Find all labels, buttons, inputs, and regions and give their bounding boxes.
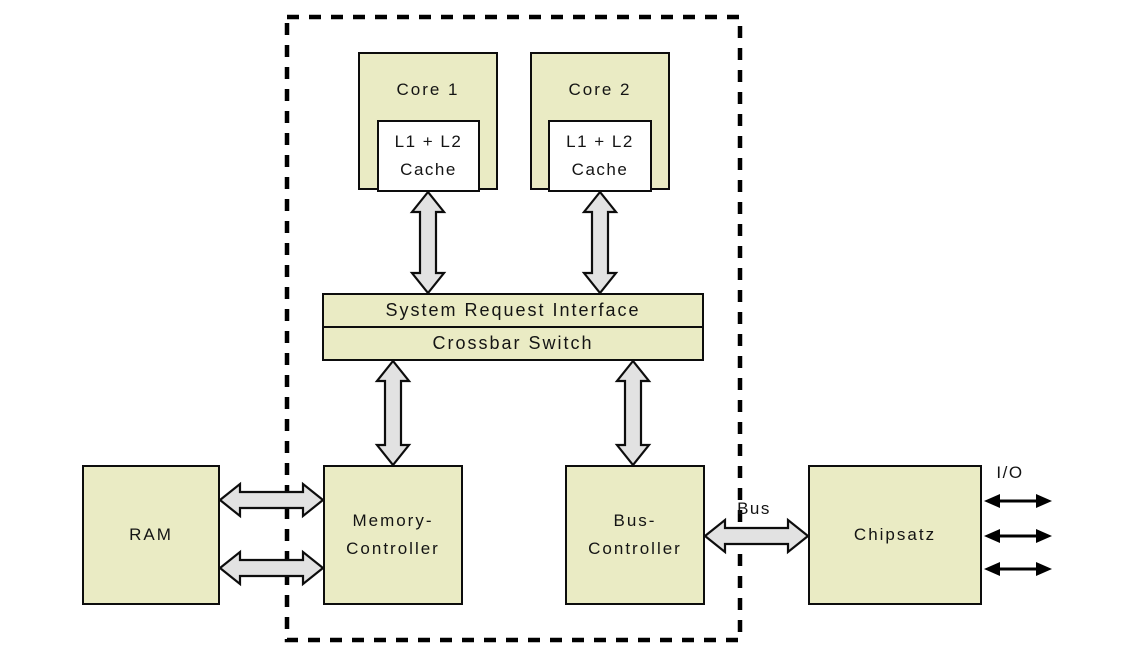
io-arrow-1 (984, 494, 1052, 508)
core1-label: Core 1 (396, 80, 460, 99)
core2-label: Core 2 (568, 80, 632, 99)
ram-label: RAM (129, 525, 173, 544)
io-arrow-3-heads (984, 562, 1052, 576)
core2-cache-label: L1 + L2 Cache (566, 132, 634, 179)
chipset-box: Chipsatz (808, 465, 982, 605)
crossbar-switch-label: Crossbar Switch (432, 333, 594, 353)
arrow-ram-memory-controller-lower (218, 549, 325, 587)
arrow-cache1-sri (409, 190, 447, 295)
arrow-crossbar-memory-controller (374, 359, 412, 467)
io-arrow-3 (984, 562, 1052, 576)
system-request-interface-bar: System Request Interface (322, 293, 704, 328)
arrow-crossbar-bus-controller (614, 359, 652, 467)
arrow-ram-memory-controller-upper (218, 481, 325, 519)
bus-controller-label: Bus- Controller (588, 511, 682, 558)
bus-controller-box: Bus- Controller (565, 465, 705, 605)
io-arrow-1-heads (984, 494, 1052, 508)
arrow-cache2-sri (581, 190, 619, 295)
core2-cache-box: L1 + L2 Cache (548, 120, 652, 192)
io-label: I/O (996, 463, 1024, 482)
bus-label: Bus (737, 499, 771, 518)
io-arrow-2 (984, 529, 1052, 543)
core1-cache-label: L1 + L2 Cache (394, 132, 463, 179)
chipset-label: Chipsatz (853, 525, 937, 544)
crossbar-switch-bar: Crossbar Switch (322, 326, 704, 361)
memory-controller-label: Memory- Controller (346, 511, 440, 558)
core1-cache-box: L1 + L2 Cache (377, 120, 480, 192)
arrow-bus-controller-chipset (703, 517, 810, 555)
memory-controller-box: Memory- Controller (323, 465, 463, 605)
system-request-interface-label: System Request Interface (385, 300, 641, 320)
ram-box: RAM (82, 465, 220, 605)
io-arrow-2-heads (984, 529, 1052, 543)
